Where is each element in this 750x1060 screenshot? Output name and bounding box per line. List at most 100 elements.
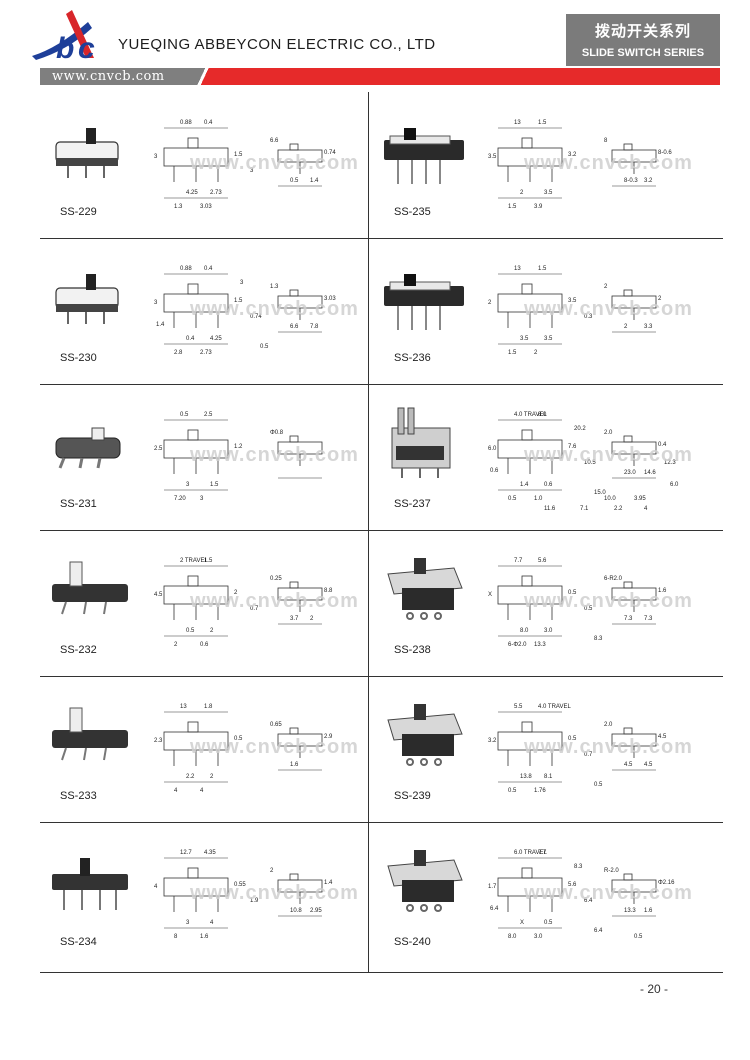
dimension-label: 1.6 bbox=[644, 908, 653, 914]
dimension-label: 0.74 bbox=[250, 314, 262, 320]
dimension-label: 3 bbox=[250, 168, 254, 174]
watermark: www.cnvcb.com bbox=[524, 444, 693, 466]
dimension-label: 2 bbox=[210, 774, 214, 780]
product-model-label: SS-237 bbox=[394, 498, 431, 510]
dimension-label: 0.5 bbox=[260, 344, 269, 350]
grid-divider-vertical bbox=[368, 92, 369, 972]
dimension-label: 4.25 bbox=[210, 336, 222, 342]
dimension-label: 7.6 bbox=[568, 444, 577, 450]
dimension-label: 3 bbox=[154, 154, 158, 160]
dimension-label: 1.0 bbox=[534, 496, 543, 502]
watermark: www.cnvcb.com bbox=[190, 444, 359, 466]
dimension-label: 3.3 bbox=[644, 324, 653, 330]
dimension-label: 7.1 bbox=[580, 506, 589, 512]
dimension-label: 0.4 bbox=[204, 120, 213, 126]
product-photo bbox=[380, 402, 470, 487]
dimension-label: 1.5 bbox=[538, 266, 547, 272]
dimension-label: 3.5 bbox=[568, 298, 577, 304]
dimension-label: 4.5 bbox=[154, 592, 163, 598]
dimension-label: 4 bbox=[200, 788, 204, 794]
dimension-label: 8.0 bbox=[508, 934, 517, 940]
grid-divider bbox=[40, 238, 723, 239]
dimension-label: 8.1 bbox=[544, 774, 553, 780]
dimension-label: 6.6 bbox=[270, 138, 279, 144]
product-model-label: SS-240 bbox=[394, 936, 431, 948]
dimension-label: 4.5 bbox=[644, 762, 653, 768]
dimension-label: 0.74 bbox=[324, 150, 336, 156]
dimension-label: 4 bbox=[644, 506, 648, 512]
product-photo bbox=[380, 256, 470, 341]
dimension-label: 3.95 bbox=[634, 496, 646, 502]
dimension-label: 0.88 bbox=[180, 120, 192, 126]
product-model-label: SS-233 bbox=[60, 790, 97, 802]
product-photo bbox=[380, 110, 470, 195]
dimension-label: 0.6 bbox=[200, 642, 209, 648]
watermark: www.cnvcb.com bbox=[190, 590, 359, 612]
dimension-label: 2.0 bbox=[604, 430, 613, 436]
dimension-label: 0.6 bbox=[490, 468, 499, 474]
dimension-label: 1.6 bbox=[200, 934, 209, 940]
dimension-label: 0.7 bbox=[250, 606, 259, 612]
dimension-label: 0.5 bbox=[634, 934, 643, 940]
grid-divider bbox=[40, 676, 723, 677]
watermark: www.cnvcb.com bbox=[190, 298, 359, 320]
watermark: www.cnvcb.com bbox=[190, 152, 359, 174]
product-photo bbox=[46, 548, 136, 633]
header-banner bbox=[40, 68, 720, 85]
dimension-label: 1.4 bbox=[324, 880, 333, 886]
dimension-label: 2.2 bbox=[614, 506, 623, 512]
dimension-label: 13 bbox=[180, 704, 187, 710]
watermark: www.cnvcb.com bbox=[524, 298, 693, 320]
dimension-label: 2 TRAVEL bbox=[180, 558, 208, 564]
dimension-label: 0.5 bbox=[508, 788, 517, 794]
dimension-label: 12.7 bbox=[180, 850, 192, 856]
product-model-label: SS-229 bbox=[60, 206, 97, 218]
dimension-label: 2 bbox=[520, 190, 524, 196]
dimension-label: 7.8 bbox=[310, 324, 319, 330]
company-logo: b c bbox=[28, 8, 118, 65]
dimension-label: Φ0.8 bbox=[270, 430, 284, 436]
page-number: - 20 - bbox=[640, 982, 669, 996]
dimension-label: 4.5 bbox=[624, 762, 633, 768]
dimension-label: 1.3 bbox=[270, 284, 279, 290]
product-model-label: SS-234 bbox=[60, 936, 97, 948]
dimension-label: 8-0.3 bbox=[624, 178, 638, 184]
dimension-label: 4.5 bbox=[658, 734, 667, 740]
dimension-label: 5.5 bbox=[514, 704, 523, 710]
dimension-label: 6.0 bbox=[488, 446, 497, 452]
watermark: www.cnvcb.com bbox=[524, 152, 693, 174]
product-model-label: SS-236 bbox=[394, 352, 431, 364]
dimension-label: 0.3 bbox=[584, 314, 593, 320]
dimension-label: 1.5 bbox=[508, 204, 517, 210]
dimension-label: 2.73 bbox=[210, 190, 222, 196]
dimension-label: 4.35 bbox=[204, 850, 216, 856]
dimension-label: 4 bbox=[154, 884, 158, 890]
dimension-label: 15.0 bbox=[594, 490, 606, 496]
dimension-label: 1.6 bbox=[658, 588, 667, 594]
dimension-label: 2.9 bbox=[324, 734, 333, 740]
product-photo bbox=[380, 548, 470, 633]
dimension-label: 1.5 bbox=[234, 298, 243, 304]
product-photo bbox=[46, 402, 136, 487]
product-model-label: SS-231 bbox=[60, 498, 97, 510]
dimension-label: 1.6 bbox=[290, 762, 299, 768]
grid-divider bbox=[40, 822, 723, 823]
dimension-label: 3 bbox=[154, 300, 158, 306]
dimension-label: 3 bbox=[200, 496, 204, 502]
watermark: www.cnvcb.com bbox=[524, 736, 693, 758]
dimension-label: 10.0 bbox=[604, 496, 616, 502]
dimension-label: Φ2.16 bbox=[658, 880, 675, 886]
dimension-label: 13.3 bbox=[624, 908, 636, 914]
dimension-label: 1.3 bbox=[174, 204, 183, 210]
dimension-label: R-2.0 bbox=[604, 868, 619, 874]
dimension-label: 13.3 bbox=[534, 642, 546, 648]
website-link[interactable]: www.cnvcb.com bbox=[52, 69, 165, 84]
dimension-label: 1.8 bbox=[204, 704, 213, 710]
dimension-label: 2.95 bbox=[310, 908, 322, 914]
